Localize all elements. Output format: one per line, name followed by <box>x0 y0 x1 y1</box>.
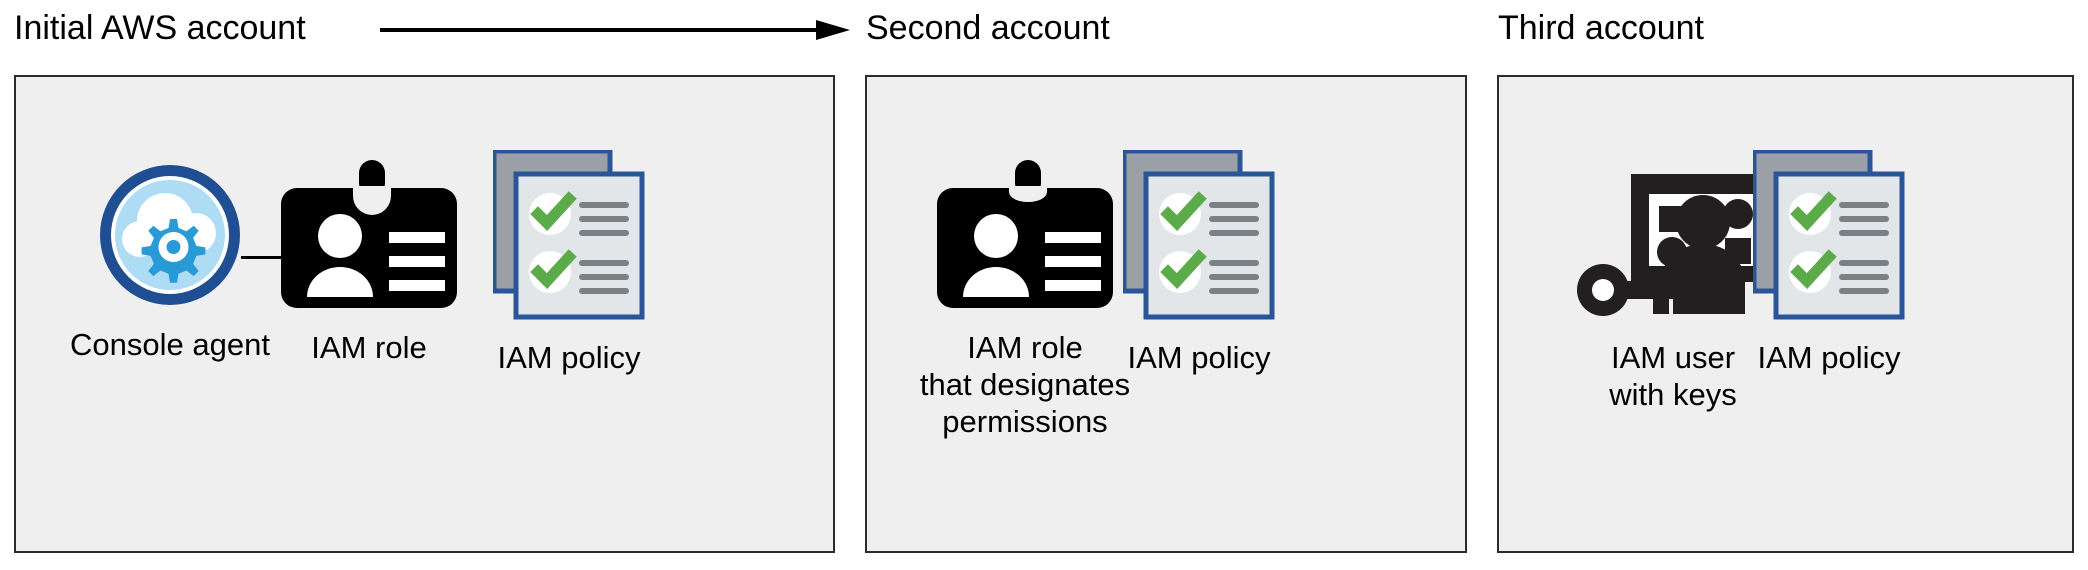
policy-document-icon <box>1751 148 1905 320</box>
node-iam-user-with-keys[interactable]: IAM user with keys <box>1538 172 1808 413</box>
policy-document-icon <box>491 148 645 320</box>
iam-user-with-keys-icon <box>1577 174 1771 316</box>
id-badge-icon <box>937 160 1113 308</box>
node-label-iam-policy: IAM policy <box>497 340 641 375</box>
column-title-initial-account: Initial AWS account <box>14 9 306 47</box>
column-title-second-account: Second account <box>866 9 1110 47</box>
node-label-iam-policy-2: IAM policy <box>1127 340 1271 375</box>
column-title-third-account: Third account <box>1498 9 1704 47</box>
flow-arrow-icon <box>380 20 850 40</box>
console-agent-icon <box>100 165 240 305</box>
node-label-console-agent: Console agent <box>70 327 270 362</box>
node-iam-policy[interactable]: IAM policy <box>445 148 693 376</box>
node-console-agent[interactable]: Console agent <box>35 163 305 363</box>
node-label-iam-role: IAM role <box>311 330 427 365</box>
panel-initial-account <box>14 75 835 553</box>
node-iam-role-designates[interactable]: IAM role that designates permissions <box>890 160 1160 440</box>
policy-document-icon <box>1121 148 1275 320</box>
node-label-iam-role-designates: IAM role that designates permissions <box>919 330 1131 439</box>
node-label-iam-user-with-keys: IAM user with keys <box>1609 340 1737 412</box>
node-iam-policy-3[interactable]: IAM policy <box>1705 148 1953 376</box>
id-badge-icon <box>281 160 457 308</box>
node-label-iam-policy-3: IAM policy <box>1757 340 1901 375</box>
node-iam-policy-2[interactable]: IAM policy <box>1075 148 1323 376</box>
node-iam-role[interactable]: IAM role <box>260 160 478 366</box>
